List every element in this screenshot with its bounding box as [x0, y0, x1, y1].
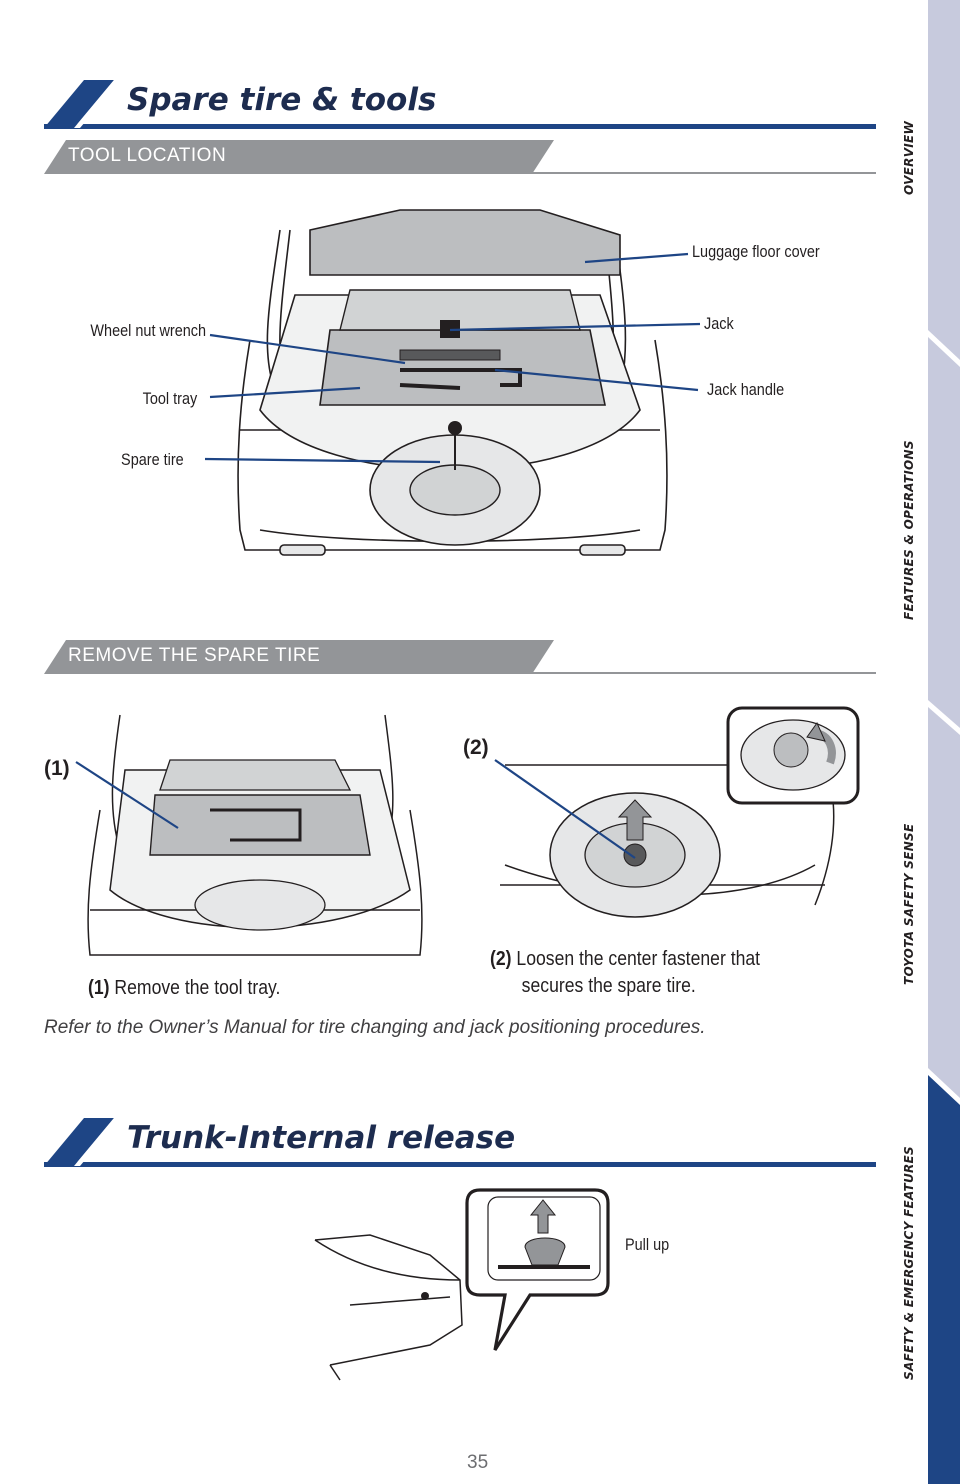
step1-caption-text: Remove the tool tray. — [114, 977, 281, 999]
loosen-fastener-illustration — [500, 706, 860, 918]
callout-jack: Jack — [704, 314, 734, 333]
step1-caption-number: (1) — [88, 977, 110, 999]
callout-tool-tray: Tool tray — [142, 389, 197, 408]
step2-caption-text-line1: Loosen the center fastener that — [516, 948, 761, 970]
section-title: Trunk-Internal release — [127, 1120, 516, 1156]
subheading-band — [44, 140, 876, 174]
subheading-band — [44, 640, 876, 674]
side-tab-bar — [928, 0, 960, 1484]
callout-jack-handle: Jack handle — [707, 380, 785, 399]
header-band — [44, 80, 876, 129]
section-title: Spare tire & tools — [127, 82, 437, 118]
side-tab-overview[interactable]: OVERVIEW — [902, 120, 916, 195]
callout-spare-tire: Spare tire — [121, 450, 184, 469]
trunk-tools-illustration — [237, 209, 668, 556]
header-band — [44, 1118, 876, 1167]
step2-caption: (2) Loosen the center fastener that secu… — [490, 946, 760, 1000]
step1-leader — [75, 761, 179, 829]
step1-caption: (1) Remove the tool tray. — [88, 975, 280, 1002]
callout-pull-up: Pull up — [625, 1235, 670, 1254]
step2-caption-number: (2) — [490, 948, 512, 970]
side-tab-features-operations[interactable]: FEATURES & OPERATIONS — [902, 440, 916, 620]
trunk-release-illustration — [314, 1188, 610, 1381]
callout-luggage-floor-cover: Luggage floor cover — [692, 242, 820, 261]
step2-caption-text-line2: secures the spare tire. — [521, 975, 696, 997]
side-tab-toyota-safety-sense[interactable]: TOYOTA SAFETY SENSE — [902, 823, 916, 986]
procedure-note: Refer to the Owner’s Manual for tire cha… — [44, 1017, 706, 1038]
subheading-text: TOOL LOCATION — [68, 145, 227, 166]
callout-wheel-nut-wrench: Wheel nut wrench — [90, 321, 206, 340]
step2-leader — [494, 759, 636, 859]
step1-marker: (1) — [44, 757, 70, 780]
side-tab-safety-emergency[interactable]: SAFETY & EMERGENCY FEATURES — [902, 1145, 916, 1380]
subheading-text: REMOVE THE SPARE TIRE — [68, 645, 321, 666]
page-number: 35 — [467, 1452, 489, 1473]
tool-location-leaders — [204, 252, 701, 464]
remove-tool-tray-illustration — [87, 714, 423, 956]
step2-marker: (2) — [463, 736, 489, 759]
